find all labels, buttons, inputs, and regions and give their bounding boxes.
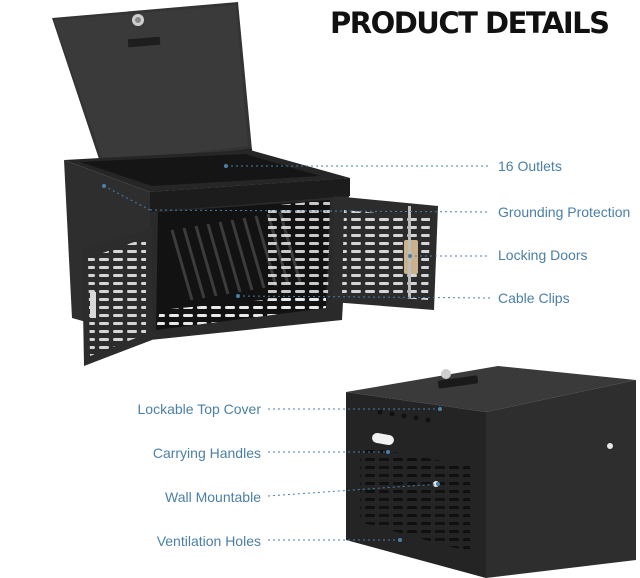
open-cabinet-image [52, 2, 438, 366]
callout-locking-doors: Locking Doors [498, 247, 588, 263]
callout-wall-mountable: Wall Mountable [165, 489, 261, 505]
callout-cable-clips: Cable Clips [498, 290, 570, 306]
callout-carrying-handles: Carrying Handles [152, 445, 261, 461]
closed-cabinet-image [346, 366, 636, 578]
page-title: PRODUCT DETAILS [330, 6, 610, 40]
callout-ventilation-holes: Ventilation Holes [156, 533, 261, 549]
callout-16-outlets: 16 Outlets [498, 158, 562, 174]
callout-grounding-protection: Grounding Protection [498, 204, 631, 220]
callout-lockable-top-cover: Lockable Top Cover [137, 401, 261, 417]
